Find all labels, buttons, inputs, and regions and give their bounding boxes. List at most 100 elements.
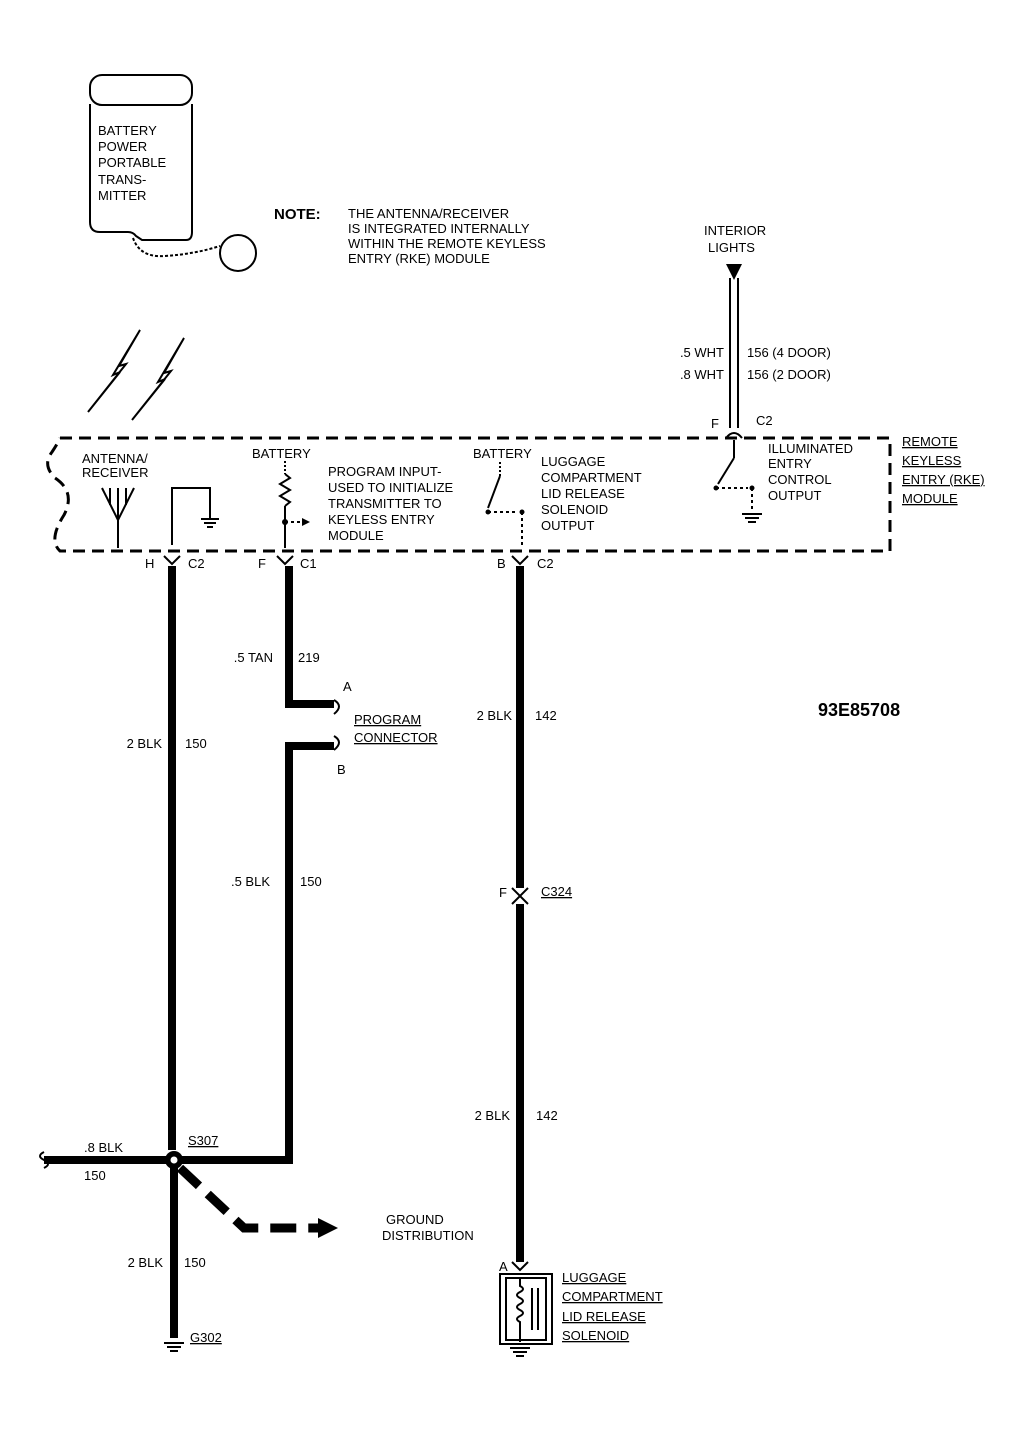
wire-156-color-4door: .5 WHT: [680, 345, 724, 360]
program-input-label-2: USED TO INITIALIZE: [328, 480, 454, 495]
rke-module-label-2: KEYLESS: [902, 453, 962, 468]
battery-1-pullup: [278, 461, 310, 548]
splice-left-color: .8 BLK: [84, 1140, 123, 1155]
transmitter: BATTERY POWER PORTABLE TRANS- MITTER: [89, 74, 257, 272]
illuminated-output-label-2: ENTRY: [768, 456, 812, 471]
connector-terminal-icon: [333, 735, 340, 751]
luggage-output-label-1: LUGGAGE: [541, 454, 606, 469]
lightning-bolt-icon: [131, 337, 185, 421]
solenoid-coil-icon: [516, 1278, 524, 1342]
diagram-id: 93E85708: [818, 700, 900, 720]
c324-pin: F: [499, 885, 507, 900]
key-ring: [219, 234, 257, 272]
rke-module-label-4: MODULE: [902, 491, 958, 506]
illuminated-output-label-3: CONTROL: [768, 472, 832, 487]
wire-142-lower: 2 BLK 142: [475, 904, 558, 1262]
c324-connector: F C324: [499, 884, 572, 905]
pin-h-connector: H C2: [145, 555, 205, 571]
rke-module: REMOTE KEYLESS ENTRY (RKE) MODULE ANTENN…: [46, 434, 985, 553]
wire-156-connector: C2: [756, 413, 773, 428]
wire-142-lower-circuit: 142: [536, 1108, 558, 1123]
resistor-icon: [278, 473, 292, 507]
program-input-label-4: KEYLESS ENTRY: [328, 512, 435, 527]
note-line-3: WITHIN THE REMOTE KEYLESS: [348, 236, 546, 251]
c324-label: C324: [541, 884, 572, 899]
ground-g302: G302: [164, 1330, 222, 1352]
splice-s307: .8 BLK 150 S307: [39, 1133, 218, 1183]
note: NOTE: THE ANTENNA/RECEIVER IS INTEGRATED…: [274, 206, 546, 266]
splice-left-circuit: 150: [84, 1168, 106, 1183]
battery-1-label: BATTERY: [252, 446, 311, 461]
rke-module-label-1: REMOTE: [902, 434, 958, 449]
wire-142-upper-circuit: 142: [535, 708, 557, 723]
connector-terminal-icon: [333, 699, 340, 715]
wire-156-circuit-4door: 156 (4 DOOR): [747, 345, 831, 360]
solenoid-label-4: SOLENOID: [562, 1328, 629, 1343]
solenoid-label-1: LUGGAGE: [562, 1270, 627, 1285]
wire-142-lower-color: 2 BLK: [475, 1108, 511, 1123]
wire-150-ground-circuit: 150: [184, 1255, 206, 1270]
wire-150-prog-circuit: 150: [300, 874, 322, 889]
program-input-label-1: PROGRAM INPUT-: [328, 464, 441, 479]
program-connector-label-1: PROGRAM: [354, 712, 421, 727]
program-connector-pin-a: A: [343, 679, 352, 694]
ground-distribution-label-2: DISTRIBUTION: [382, 1228, 474, 1243]
wire-142-upper: 2 BLK 142: [477, 566, 557, 888]
solenoid-outline: [499, 1273, 553, 1345]
wire-156-pin: F: [711, 416, 719, 431]
pin-f-label: F: [258, 556, 266, 571]
pin-b-connector: B C2: [497, 555, 554, 571]
rke-module-label-3: ENTRY (RKE): [902, 472, 985, 487]
wire-150-ground-color: 2 BLK: [128, 1255, 164, 1270]
internal-ground-h: [171, 487, 219, 545]
ground-distribution-label-1: GROUND: [386, 1212, 444, 1227]
arrow-icon: [318, 1218, 338, 1238]
note-heading: NOTE:: [274, 206, 321, 223]
pin-b-connector-label: C2: [537, 556, 554, 571]
connector-terminal-icon: [163, 555, 181, 566]
luggage-output-label-3: LID RELEASE: [541, 486, 625, 501]
wire-150-prog: .5 BLK 150: [176, 742, 334, 1164]
pin-h-label: H: [145, 556, 154, 571]
antenna-icon: [101, 487, 135, 548]
wire-219: .5 TAN 219: [234, 566, 334, 708]
interior-lights: INTERIOR LIGHTS: [704, 223, 766, 280]
interior-lights-label-2: LIGHTS: [708, 240, 755, 255]
program-input-label-3: TRANSMITTER TO: [328, 496, 442, 511]
connector-terminal-icon: [511, 1261, 529, 1272]
ground-icon: [164, 1342, 184, 1352]
pin-f-connector-label: C1: [300, 556, 317, 571]
transmitter-label-4: TRANS-: [98, 172, 146, 187]
luggage-output-label-5: OUTPUT: [541, 518, 595, 533]
program-input-label-5: MODULE: [328, 528, 384, 543]
wire-156-color-2door: .8 WHT: [680, 367, 724, 382]
note-line-2: IS INTEGRATED INTERNALLY: [348, 221, 530, 236]
wire-219-color: .5 TAN: [234, 650, 273, 665]
luggage-solenoid: A LUGGAGE COMPARTMENT LID RELEASE SOLENO…: [499, 1259, 663, 1357]
solenoid-label-3: LID RELEASE: [562, 1309, 646, 1324]
wire-150-main: 2 BLK 150: [127, 566, 207, 1150]
wire-150-main-circuit: 150: [185, 736, 207, 751]
illuminated-output-label-4: OUTPUT: [768, 488, 822, 503]
solenoid-inner: [505, 1277, 547, 1341]
interior-lights-arrow-icon: [726, 264, 742, 280]
wire-150-ground: 2 BLK 150: [128, 1168, 206, 1338]
luggage-output-label-2: COMPARTMENT: [541, 470, 642, 485]
wire-219-circuit: 219: [298, 650, 320, 665]
ground-icon: [742, 513, 762, 523]
ground-icon: [510, 1347, 530, 1357]
ground-g302-label: G302: [190, 1330, 222, 1345]
interior-lights-label-1: INTERIOR: [704, 223, 766, 238]
lightning-bolt-icon: [87, 329, 141, 413]
pin-h-connector-label: C2: [188, 556, 205, 571]
note-line-4: ENTRY (RKE) MODULE: [348, 251, 490, 266]
transmitter-label-5: MITTER: [98, 188, 146, 203]
solenoid-label-2: COMPARTMENT: [562, 1289, 663, 1304]
transmitter-cap: [89, 74, 193, 106]
battery-2-label: BATTERY: [473, 446, 532, 461]
antenna-label-1: ANTENNA/: [82, 451, 148, 466]
connector-terminal-icon: [276, 555, 294, 566]
illuminated-output-label-1: ILLUMINATED: [768, 441, 853, 456]
program-connector: A B PROGRAM CONNECTOR: [333, 679, 438, 777]
